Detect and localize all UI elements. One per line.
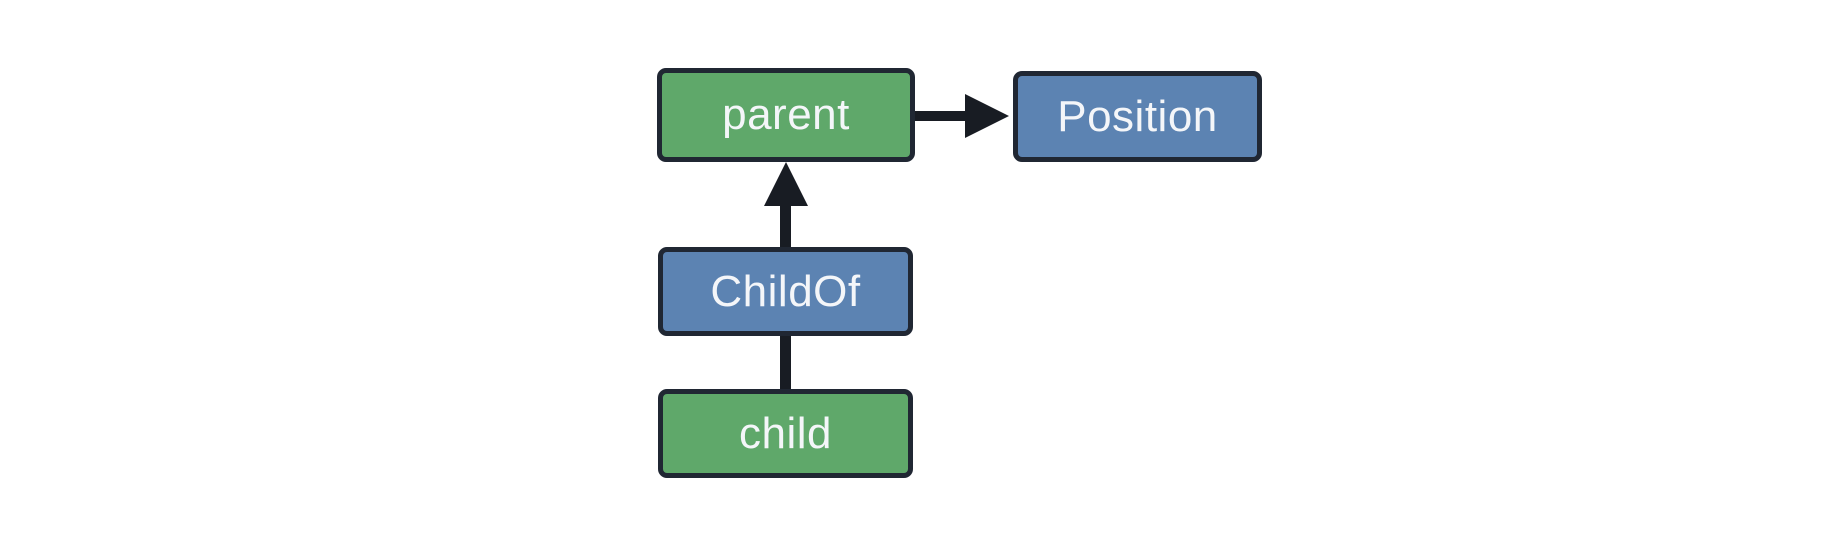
edge-child-to-childof bbox=[780, 334, 791, 391]
edge-parent-to-position bbox=[913, 94, 1009, 138]
edge-shaft bbox=[913, 111, 967, 121]
node-childof: ChildOf bbox=[658, 247, 913, 336]
node-childof-label: ChildOf bbox=[710, 266, 861, 316]
node-parent: parent bbox=[657, 68, 915, 162]
edge-shaft bbox=[780, 334, 791, 391]
node-child-label: child bbox=[739, 408, 832, 458]
arrowhead-right-icon bbox=[965, 94, 1009, 138]
edge-childof-to-parent bbox=[764, 162, 808, 249]
node-position-label: Position bbox=[1057, 91, 1218, 141]
arrowhead-up-icon bbox=[764, 162, 808, 206]
node-parent-label: parent bbox=[722, 90, 850, 139]
node-position: Position bbox=[1013, 71, 1262, 162]
node-child: child bbox=[658, 389, 913, 478]
edge-shaft bbox=[780, 204, 791, 249]
